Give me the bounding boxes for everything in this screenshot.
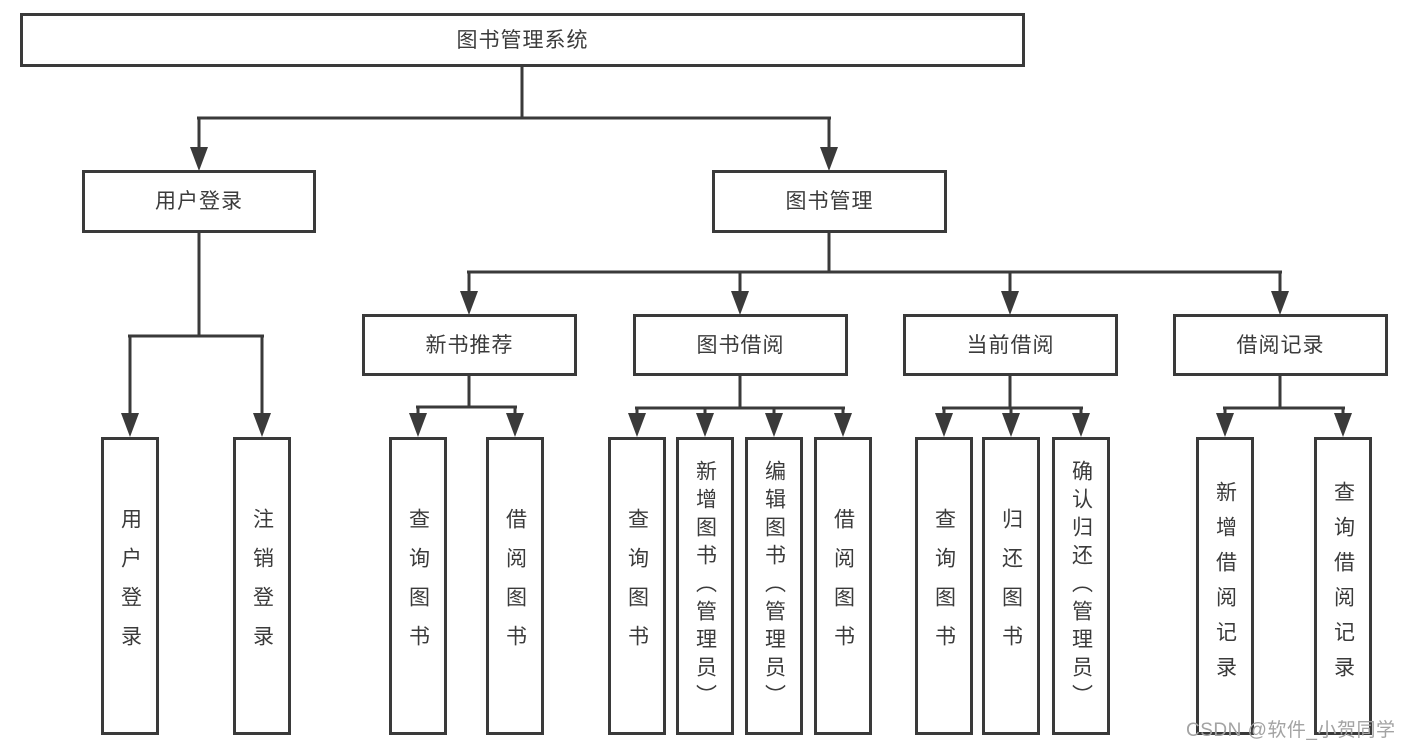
leaf-confirm-return-admin-label: 确认归还（管理员） (1069, 460, 1093, 712)
leaf-recommend-query-books: 查询图书 (389, 437, 447, 735)
leaf-recommend-borrow-books-label: 借阅图书 (503, 508, 527, 664)
leaf-recommend-query-books-label: 查询图书 (406, 508, 430, 664)
leaf-add-books-admin-label: 新增图书（管理员） (693, 460, 717, 712)
node-book-management-label: 图书管理 (785, 190, 874, 213)
leaf-borrowing-borrow-books: 借阅图书 (814, 437, 872, 735)
leaf-borrowing-query-books: 查询图书 (608, 437, 666, 735)
node-book-borrowing: 图书借阅 (633, 314, 848, 376)
node-borrow-records-label: 借阅记录 (1236, 333, 1325, 357)
leaf-add-borrow-record: 新增借阅记录 (1196, 437, 1254, 735)
leaf-return-books-label: 归还图书 (999, 508, 1023, 664)
leaf-user-login-label: 用户登录 (118, 508, 142, 664)
leaf-edit-books-admin: 编辑图书（管理员） (745, 437, 803, 735)
node-user-login-module: 用户登录 (82, 170, 316, 233)
node-book-management-module: 图书管理 (712, 170, 947, 233)
node-current-borrowing: 当前借阅 (903, 314, 1118, 376)
leaf-logout-label: 注销登录 (250, 508, 274, 664)
leaf-add-books-admin: 新增图书（管理员） (676, 437, 734, 735)
leaf-current-query-books: 查询图书 (915, 437, 973, 735)
leaf-add-borrow-record-label: 新增借阅记录 (1213, 481, 1237, 691)
leaf-logout: 注销登录 (233, 437, 291, 735)
node-borrow-records: 借阅记录 (1173, 314, 1388, 376)
leaf-recommend-borrow-books: 借阅图书 (486, 437, 544, 735)
leaf-current-query-books-label: 查询图书 (932, 508, 956, 664)
csdn-watermark: CSDN @软件_小贺同学 (1186, 720, 1396, 741)
leaf-query-borrow-record: 查询借阅记录 (1314, 437, 1372, 735)
leaf-confirm-return-admin: 确认归还（管理员） (1052, 437, 1110, 735)
leaf-query-borrow-record-label: 查询借阅记录 (1331, 481, 1355, 691)
node-book-borrowing-label: 图书借阅 (696, 333, 785, 357)
node-current-borrowing-label: 当前借阅 (966, 333, 1055, 357)
node-root-system: 图书管理系统 (20, 13, 1025, 67)
leaf-borrowing-query-books-label: 查询图书 (625, 508, 649, 664)
leaf-return-books: 归还图书 (982, 437, 1040, 735)
leaf-edit-books-admin-label: 编辑图书（管理员） (762, 460, 786, 712)
node-root-label: 图书管理系统 (456, 28, 589, 52)
leaf-user-login: 用户登录 (101, 437, 159, 735)
leaf-borrowing-borrow-books-label: 借阅图书 (831, 508, 855, 664)
node-user-login-label: 用户登录 (155, 190, 243, 213)
node-new-book-recommend: 新书推荐 (362, 314, 577, 376)
node-new-book-recommend-label: 新书推荐 (425, 333, 514, 357)
